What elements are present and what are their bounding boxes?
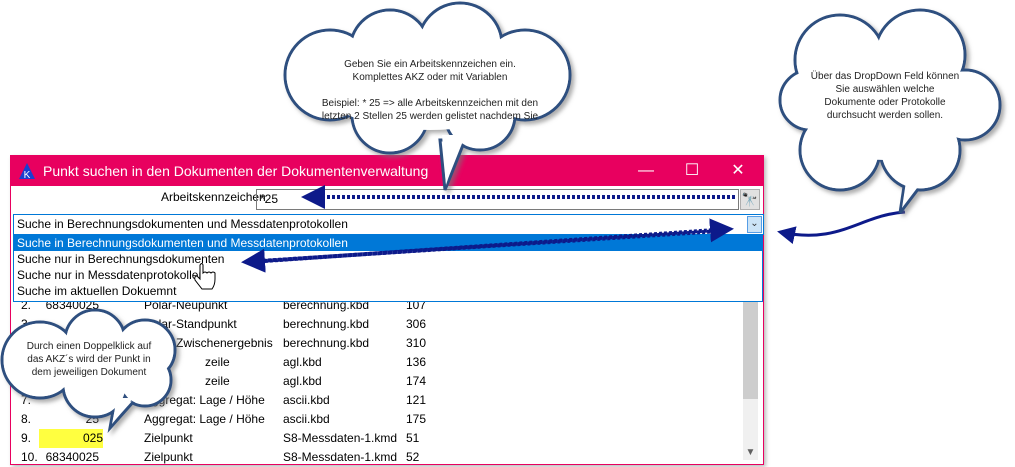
cell: S8-Messdaten-1.kmd (283, 450, 398, 464)
cell: 25 (85, 412, 99, 426)
cell: agl.kbd (283, 374, 322, 388)
curved-arrow (777, 210, 906, 244)
document-type-dropdown[interactable]: Suche in Berechnungsdokumenten und Messd… (13, 214, 764, 235)
cell: zeile (205, 374, 230, 388)
window-title: Punkt suchen in den Dokumenten der Dokum… (43, 163, 429, 179)
cell: Aggregat: Lage / Höhe (144, 393, 265, 407)
cell: Zielpunkt (144, 450, 193, 464)
cell: 8. (21, 412, 32, 426)
table-row[interactable]: 9. 025 Zielpunkt S8-Messdaten-1.kmd 51 (15, 429, 735, 448)
scroll-down-icon[interactable]: ▼ (745, 447, 756, 458)
cell: agl.kbd (283, 355, 322, 369)
table-row[interactable]: 10. 68340025 Zielpunkt S8-Messdaten-1.kmd 52 (15, 448, 735, 467)
table-row[interactable]: 3. Polar-Standpunkt berechnung.kbd 306 (15, 315, 735, 334)
title-bar[interactable]: K Punkt suchen in den Dokumenten der Dok… (11, 156, 763, 186)
cell: 121 (406, 393, 427, 407)
dropdown-option[interactable]: Suche nur in Messdatenprotokollen (17, 268, 206, 282)
callout-top-text: Geben Sie ein Arbeitskennzeichen ein.Kom… (321, 59, 539, 122)
maximize-button[interactable]: ☐ (684, 162, 700, 179)
cell: 10. (21, 450, 38, 464)
cell: berechnung.kbd (283, 317, 370, 331)
cell: 2. (21, 298, 32, 312)
cell: ascii.kbd (283, 412, 330, 426)
cell: 3. (21, 317, 32, 331)
cell: S8-Messdaten-1.kmd (283, 431, 398, 445)
minimize-button[interactable]: — (638, 162, 654, 179)
cell: ascii.kbd (283, 393, 330, 407)
cell: 68340025 (45, 450, 99, 464)
chevron-down-icon[interactable]: ⌄ (747, 216, 762, 233)
dropdown-option[interactable]: Suche im aktuellen Dokuemnt (17, 284, 177, 298)
cell: 136 (406, 355, 427, 369)
dropdown-option[interactable]: Suche nur in Berechnungsdokumenten (17, 252, 225, 266)
cell: 306 (406, 317, 427, 331)
cell: Zwischenergebnis (176, 336, 273, 350)
cell: 025 (39, 429, 103, 448)
cell: Aggregat: Lage / Höhe (144, 412, 265, 426)
binoculars-icon: 🔭 (741, 192, 759, 207)
dropdown-list: Suche in Berechnungsdokumenten und Messd… (13, 234, 763, 302)
close-button[interactable]: ✕ (731, 162, 745, 179)
cell: Polar-Standpunkt (144, 317, 237, 331)
scrollbar[interactable]: ▼ (743, 300, 758, 460)
akz-input[interactable]: *25 (256, 189, 739, 210)
table-row[interactable]: 8. 25 Aggregat: Lage / Höhe ascii.kbd 175 (15, 410, 735, 429)
cell: 52 (406, 450, 420, 464)
scrollbar-thumb[interactable] (743, 300, 758, 399)
dropdown-value: Suche in Berechnungsdokumenten und Messd… (17, 217, 348, 231)
svg-text:K: K (24, 170, 31, 179)
cell: 175 (406, 412, 427, 426)
dropdown-option[interactable]: Suche in Berechnungsdokumenten und Messd… (14, 235, 762, 251)
cell: 174 (406, 374, 427, 388)
search-window: K Punkt suchen in den Dokumenten der Dok… (10, 155, 764, 465)
cell: 51 (406, 431, 420, 445)
cell: Zielpunkt (144, 431, 193, 445)
cell: 310 (406, 336, 427, 350)
akz-label: Arbeitskennzeichen (161, 190, 266, 204)
cell: zeile (205, 355, 230, 369)
table-row[interactable]: 7. Aggregat: Lage / Höhe ascii.kbd 121 (15, 391, 735, 410)
app-logo-icon: K (19, 163, 35, 179)
cell: 9. (21, 431, 32, 445)
cell: 7. (21, 393, 32, 407)
cell: berechnung.kbd (283, 336, 370, 350)
search-button[interactable]: 🔭 (740, 189, 760, 210)
